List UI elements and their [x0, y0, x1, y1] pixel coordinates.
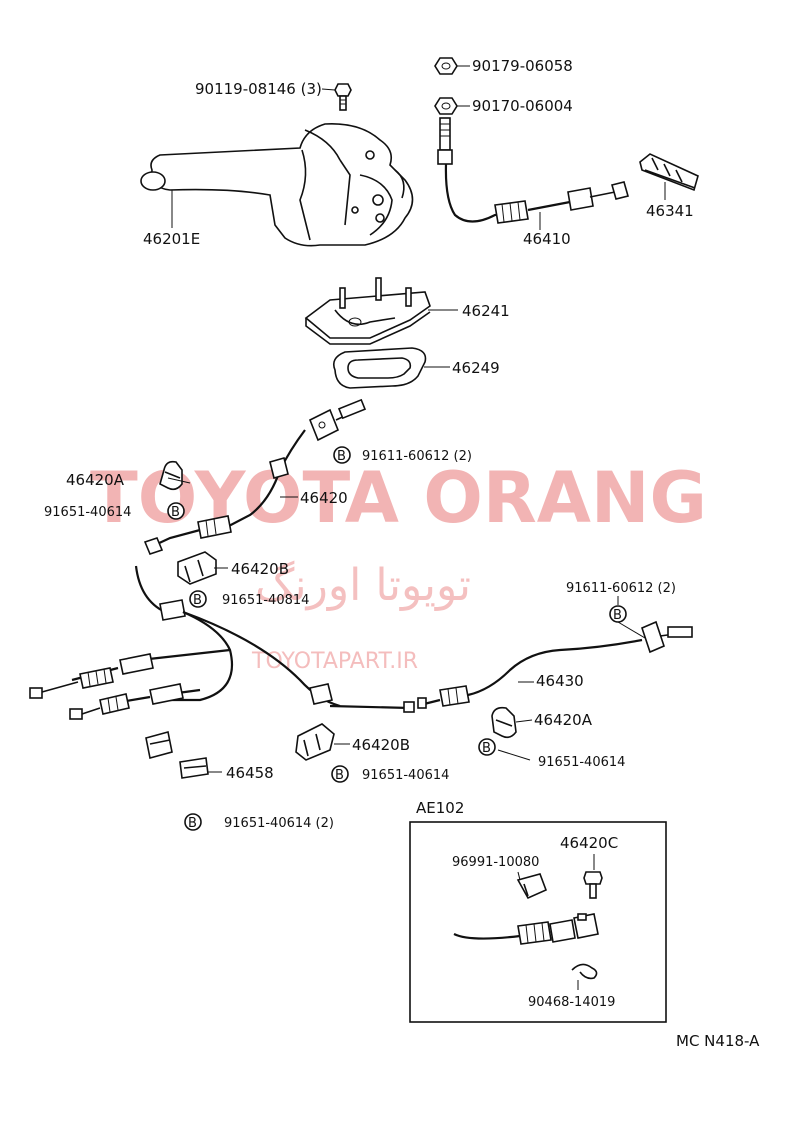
clamp-46420A-right — [491, 706, 517, 739]
clip-46458-upper — [145, 731, 173, 759]
callout-b-bottom: B — [184, 813, 202, 831]
label-46420B-lower: 46420B — [352, 736, 410, 754]
figure-code: MC N418-A — [676, 1032, 760, 1050]
label-90170: 90170-06004 — [472, 97, 573, 115]
callout-b-symbol: B — [335, 768, 344, 783]
label-91651-mid: 91651-40814 — [222, 593, 309, 608]
boot-46249 — [332, 347, 427, 389]
label-46430: 46430 — [536, 672, 584, 690]
parking-brake-lever-46201E — [140, 123, 414, 247]
rear-cable-46420 — [143, 398, 367, 555]
label-46410: 46410 — [523, 230, 571, 248]
leader-lines — [167, 65, 666, 773]
callout-b-lower: B — [331, 765, 349, 783]
clip-46458-lower — [179, 757, 209, 779]
inset-cable — [453, 913, 599, 945]
label-91651-left: 91651-40614 — [44, 505, 131, 520]
rear-cable-46430 — [417, 620, 693, 709]
label-91611-right: 91611-60612 (2) — [566, 581, 676, 596]
label-91611-top: 91611-60612 (2) — [362, 449, 472, 464]
label-46420A-right: 46420A — [534, 711, 593, 729]
label-96991: 96991-10080 — [452, 855, 539, 870]
callout-b-symbol: B — [482, 741, 491, 756]
rear-cable-assembly — [29, 565, 415, 720]
callout-b-symbol: B — [613, 608, 622, 623]
nut-90179 — [434, 57, 458, 75]
label-91651-right: 91651-40614 — [538, 755, 625, 770]
clamp-46420B-upper — [177, 551, 217, 585]
label-46241: 46241 — [462, 302, 510, 320]
lever-bracket-46241 — [304, 277, 431, 345]
callout-b-top: B — [333, 446, 351, 464]
callout-b-symbol: B — [188, 816, 197, 831]
clip-46341 — [639, 153, 699, 192]
label-46458: 46458 — [226, 764, 274, 782]
label-46420B-upper: 46420B — [231, 560, 289, 578]
callout-b-symbol: B — [337, 449, 346, 464]
front-cable-46410 — [437, 117, 629, 224]
label-46201E: 46201E — [143, 230, 200, 248]
label-46249: 46249 — [452, 359, 500, 377]
label-91651-lower: 91651-40614 — [362, 768, 449, 783]
label-91651-bottom: 91651-40614 (2) — [224, 816, 334, 831]
watermark-persian: تویوتا اورنگ — [255, 560, 471, 611]
watermark-url: TOYOTAPART.IR — [251, 649, 418, 674]
bolt-90119 — [334, 83, 352, 111]
clamp-46420B-lower — [295, 723, 335, 761]
callout-b-mid: B — [189, 590, 207, 608]
inset-ae102: AE102 46420C 96991-10080 90468-14019 — [409, 799, 667, 1023]
clamp-46420A-left — [159, 460, 183, 491]
bolt-46420C — [583, 871, 603, 899]
label-46420A-left: 46420A — [66, 471, 125, 489]
label-46420C: 46420C — [560, 834, 618, 852]
label-90468: 90468-14019 — [528, 995, 615, 1010]
inset-title: AE102 — [416, 799, 464, 817]
label-90179: 90179-06058 — [472, 57, 573, 75]
callout-b-left: B — [167, 502, 185, 520]
watermark-brand: TOYOTA ORANG — [90, 457, 707, 539]
label-46420: 46420 — [300, 489, 348, 507]
clip-90468 — [571, 963, 598, 990]
label-90119: 90119-08146 (3) — [195, 80, 322, 98]
callout-b-right-top: B — [609, 605, 627, 623]
nut-90170 — [434, 97, 458, 115]
inset-frame — [409, 821, 667, 1023]
clip-96991 — [516, 873, 548, 900]
label-46341: 46341 — [646, 202, 694, 220]
callout-b-symbol: B — [171, 505, 180, 520]
callout-b-symbol: B — [193, 593, 202, 608]
callout-b-right: B — [478, 738, 496, 756]
